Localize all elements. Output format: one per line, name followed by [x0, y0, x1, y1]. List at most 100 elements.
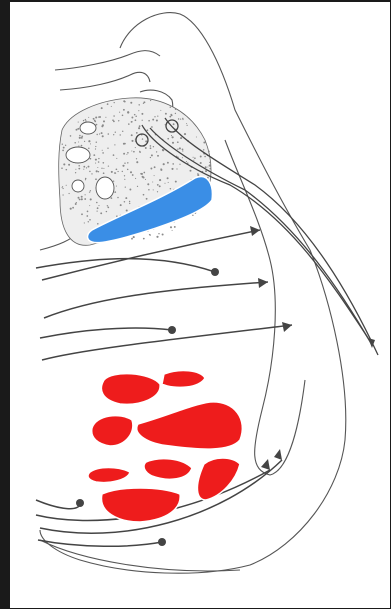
- stipple-dot: [81, 137, 83, 139]
- stipple-dot: [154, 166, 156, 168]
- stipple-dot: [157, 184, 159, 186]
- stipple-dot: [148, 189, 150, 191]
- stipple-dot: [153, 189, 154, 190]
- stipple-dot: [127, 162, 128, 163]
- stipple-dot: [81, 135, 83, 137]
- stipple-dot: [103, 172, 105, 174]
- stipple-dot: [84, 222, 85, 223]
- stipple-dot: [141, 173, 143, 175]
- stipple-dot: [89, 205, 90, 206]
- stipple-dot: [145, 147, 147, 149]
- stipple-dot: [209, 168, 210, 169]
- stipple-dot: [68, 193, 69, 194]
- stipple-dot: [78, 168, 80, 170]
- stipple-dot: [146, 198, 148, 200]
- nucleus-hole-1: [66, 147, 90, 163]
- stipple-dot: [113, 154, 115, 156]
- stipple-dot: [63, 163, 65, 165]
- stipple-dot: [124, 162, 125, 163]
- stipple-dot: [95, 159, 97, 161]
- stipple-dot: [88, 166, 90, 168]
- stipple-dot: [158, 233, 159, 234]
- stipple-dot: [101, 125, 103, 127]
- stipple-dot: [107, 205, 108, 206]
- stipple-dot: [148, 120, 150, 122]
- stipple-dot: [96, 134, 97, 135]
- stipple-dot: [197, 174, 199, 176]
- stipple-dot: [152, 181, 153, 182]
- stipple-dot: [97, 207, 99, 209]
- stipple-dot: [175, 109, 176, 110]
- stipple-dot: [125, 197, 127, 199]
- stipple-dot: [175, 113, 176, 114]
- stipple-dot: [124, 175, 125, 176]
- stipple-dot: [85, 179, 86, 180]
- stipple-dot: [135, 119, 137, 121]
- stipple-dot: [78, 197, 80, 199]
- stipple-dot: [192, 215, 193, 216]
- stipple-dot: [141, 113, 143, 115]
- stipple-dot: [193, 157, 194, 158]
- stipple-dot: [159, 179, 161, 181]
- stipple-dot: [174, 226, 176, 228]
- stipple-dot: [96, 141, 97, 142]
- stipple-dot: [86, 215, 88, 217]
- stipple-dot: [157, 115, 158, 116]
- stipple-dot: [167, 177, 169, 179]
- stipple-dot: [63, 147, 65, 149]
- stipple-dot: [187, 125, 188, 126]
- stipple-dot: [180, 119, 181, 120]
- stipple-dot: [119, 112, 120, 113]
- stipple-dot: [135, 178, 136, 179]
- stipple-dot: [182, 157, 183, 158]
- stipple-dot: [97, 211, 98, 212]
- stipple-dot: [124, 201, 126, 203]
- stipple-dot: [79, 199, 81, 201]
- stipple-dot: [94, 120, 96, 122]
- stipple-dot: [142, 120, 143, 121]
- stipple-dot: [200, 156, 202, 158]
- stipple-dot: [62, 144, 63, 145]
- stipple-dot: [186, 123, 187, 124]
- stipple-dot: [81, 213, 83, 215]
- stipple-dot: [159, 185, 161, 187]
- stipple-dot: [177, 148, 178, 149]
- stipple-dot: [78, 122, 79, 123]
- stipple-dot: [171, 168, 173, 170]
- stipple-dot: [83, 120, 84, 121]
- stipple-dot: [107, 148, 108, 149]
- stipple-dot: [122, 131, 123, 132]
- stipple-dot: [190, 170, 192, 172]
- stipple-dot: [79, 137, 81, 139]
- stipple-dot: [90, 198, 92, 200]
- stipple-dot: [120, 134, 121, 135]
- stipple-dot: [200, 162, 202, 164]
- stipple-dot: [93, 118, 95, 120]
- nucleus-hole-3: [72, 180, 84, 192]
- stipple-dot: [167, 162, 169, 164]
- stipple-dot: [170, 226, 172, 228]
- stipple-dot: [62, 188, 63, 189]
- stipple-dot: [165, 113, 167, 115]
- stipple-dot: [179, 164, 180, 165]
- stipple-dot: [65, 145, 66, 146]
- stipple-dot: [102, 135, 104, 137]
- stipple-dot: [115, 132, 116, 133]
- stipple-dot: [114, 144, 115, 145]
- stipple-dot: [103, 162, 105, 164]
- stipple-dot: [101, 107, 103, 109]
- stipple-dot: [129, 203, 130, 204]
- stipple-dot: [156, 236, 158, 238]
- stipple-dot: [209, 165, 211, 167]
- stipple-dot: [136, 161, 138, 163]
- stipple-dot: [163, 163, 165, 165]
- stipple-dot: [75, 203, 77, 205]
- stipple-dot: [113, 181, 114, 182]
- stipple-dot: [182, 150, 183, 151]
- stipple-dot: [106, 211, 107, 212]
- stipple-dot: [90, 143, 91, 144]
- nucleus-hole-2: [96, 177, 114, 199]
- stipple-dot: [154, 116, 155, 117]
- stipple-dot: [175, 181, 177, 183]
- stipple-dot: [127, 152, 129, 154]
